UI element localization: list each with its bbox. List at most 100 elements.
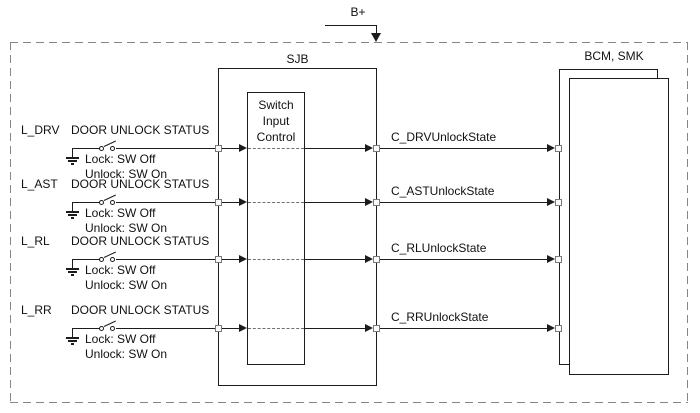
boundary-top bbox=[10, 42, 688, 43]
wire bbox=[304, 202, 366, 203]
boundary-bottom bbox=[10, 402, 688, 403]
connector-icon bbox=[373, 145, 380, 152]
boundary-left bbox=[10, 42, 11, 403]
ground-bar bbox=[71, 163, 74, 165]
wire bbox=[380, 202, 547, 203]
signal-name: L_DRV bbox=[21, 123, 60, 137]
ground-icon bbox=[72, 328, 73, 338]
wire bbox=[380, 328, 547, 329]
wire bbox=[380, 259, 547, 260]
lock-note: Lock: SW Off bbox=[85, 206, 156, 220]
connector-icon bbox=[215, 256, 222, 263]
wire bbox=[222, 148, 239, 149]
arrowhead-icon bbox=[365, 324, 373, 332]
switch-icon bbox=[110, 326, 115, 331]
ground-bar bbox=[68, 271, 77, 273]
battery-feed-arrow-icon bbox=[371, 33, 381, 42]
arrowhead-icon bbox=[365, 198, 373, 206]
unlock-note: Unlock: SW On bbox=[85, 347, 168, 361]
ground-bar bbox=[66, 268, 79, 270]
signal-label: L_DRV DOOR UNLOCK STATUS bbox=[21, 124, 209, 137]
connector-icon bbox=[555, 256, 562, 263]
signal-name: L_AST bbox=[21, 177, 58, 191]
ground-bar bbox=[66, 211, 79, 213]
internal-dashed-wire bbox=[248, 202, 304, 203]
connector-icon bbox=[555, 145, 562, 152]
ground-icon bbox=[72, 148, 73, 158]
boundary-right bbox=[687, 42, 688, 403]
ground-bar bbox=[71, 274, 74, 276]
connector-icon bbox=[215, 145, 222, 152]
battery-feed-wire bbox=[325, 25, 377, 26]
wire bbox=[72, 148, 100, 149]
lock-note: Lock: SW Off bbox=[85, 332, 156, 346]
arrowhead-icon bbox=[239, 198, 247, 206]
signal-label: L_AST DOOR UNLOCK STATUS bbox=[21, 178, 209, 191]
ground-bar bbox=[66, 337, 79, 339]
output-signal-label: C_RRUnlockState bbox=[391, 310, 489, 324]
signal-name: L_RR bbox=[21, 303, 52, 317]
internal-dashed-wire bbox=[248, 148, 304, 149]
battery-feed-label: B+ bbox=[350, 5, 366, 19]
wire bbox=[222, 259, 239, 260]
switch-icon bbox=[99, 200, 104, 205]
switch-input-control-label: Switch Input Control bbox=[256, 98, 296, 144]
switch-icon bbox=[110, 257, 115, 262]
output-signal-label: C_ASTUnlockState bbox=[391, 184, 495, 198]
ground-bar bbox=[68, 214, 77, 216]
internal-dashed-wire bbox=[248, 328, 304, 329]
sjb-label: SJB bbox=[286, 52, 309, 66]
connector-icon bbox=[373, 325, 380, 332]
wire bbox=[72, 259, 100, 260]
switch-icon bbox=[99, 326, 104, 331]
switch-input-control-box bbox=[247, 92, 305, 365]
arrowhead-icon bbox=[547, 144, 555, 152]
arrowhead-icon bbox=[239, 255, 247, 263]
connector-icon bbox=[555, 325, 562, 332]
bcm-smk-front-box bbox=[569, 78, 669, 375]
connector-icon bbox=[373, 256, 380, 263]
signal-name: L_RL bbox=[21, 234, 50, 248]
connector-icon bbox=[373, 199, 380, 206]
wire bbox=[72, 202, 100, 203]
arrowhead-icon bbox=[547, 324, 555, 332]
battery-feed-drop-wire bbox=[376, 25, 377, 34]
switch-icon bbox=[99, 257, 104, 262]
arrowhead-icon bbox=[365, 144, 373, 152]
switch-icon bbox=[110, 146, 115, 151]
unlock-note: Unlock: SW On bbox=[85, 167, 168, 181]
wire bbox=[116, 328, 215, 329]
arrowhead-icon bbox=[547, 255, 555, 263]
arrowhead-icon bbox=[239, 144, 247, 152]
lock-note: Lock: SW Off bbox=[85, 263, 156, 277]
switch-icon bbox=[110, 200, 115, 205]
wire bbox=[116, 259, 215, 260]
signal-door-label: DOOR UNLOCK STATUS bbox=[71, 123, 210, 137]
ground-bar bbox=[66, 157, 79, 159]
ground-icon bbox=[72, 202, 73, 212]
connector-icon bbox=[555, 199, 562, 206]
signal-door-label: DOOR UNLOCK STATUS bbox=[71, 234, 210, 248]
signal-door-label: DOOR UNLOCK STATUS bbox=[71, 303, 210, 317]
output-signal-label: C_RLUnlockState bbox=[391, 241, 487, 255]
wire bbox=[116, 202, 215, 203]
wire bbox=[116, 148, 215, 149]
signal-label: L_RL DOOR UNLOCK STATUS bbox=[21, 235, 209, 248]
switch-icon bbox=[99, 146, 104, 151]
arrowhead-icon bbox=[547, 198, 555, 206]
ground-icon bbox=[72, 259, 73, 269]
ground-bar bbox=[71, 343, 74, 345]
arrowhead-icon bbox=[365, 255, 373, 263]
signal-door-label: DOOR UNLOCK STATUS bbox=[71, 177, 210, 191]
signal-label: L_RR DOOR UNLOCK STATUS bbox=[21, 304, 209, 317]
output-signal-label: C_DRVUnlockState bbox=[391, 130, 497, 144]
connector-icon bbox=[215, 199, 222, 206]
ground-bar bbox=[68, 340, 77, 342]
ground-bar bbox=[68, 160, 77, 162]
wire bbox=[222, 328, 239, 329]
lock-note: Lock: SW Off bbox=[85, 152, 156, 166]
unlock-note: Unlock: SW On bbox=[85, 221, 168, 235]
unlock-note: Unlock: SW On bbox=[85, 278, 168, 292]
wire bbox=[72, 328, 100, 329]
arrowhead-icon bbox=[239, 324, 247, 332]
